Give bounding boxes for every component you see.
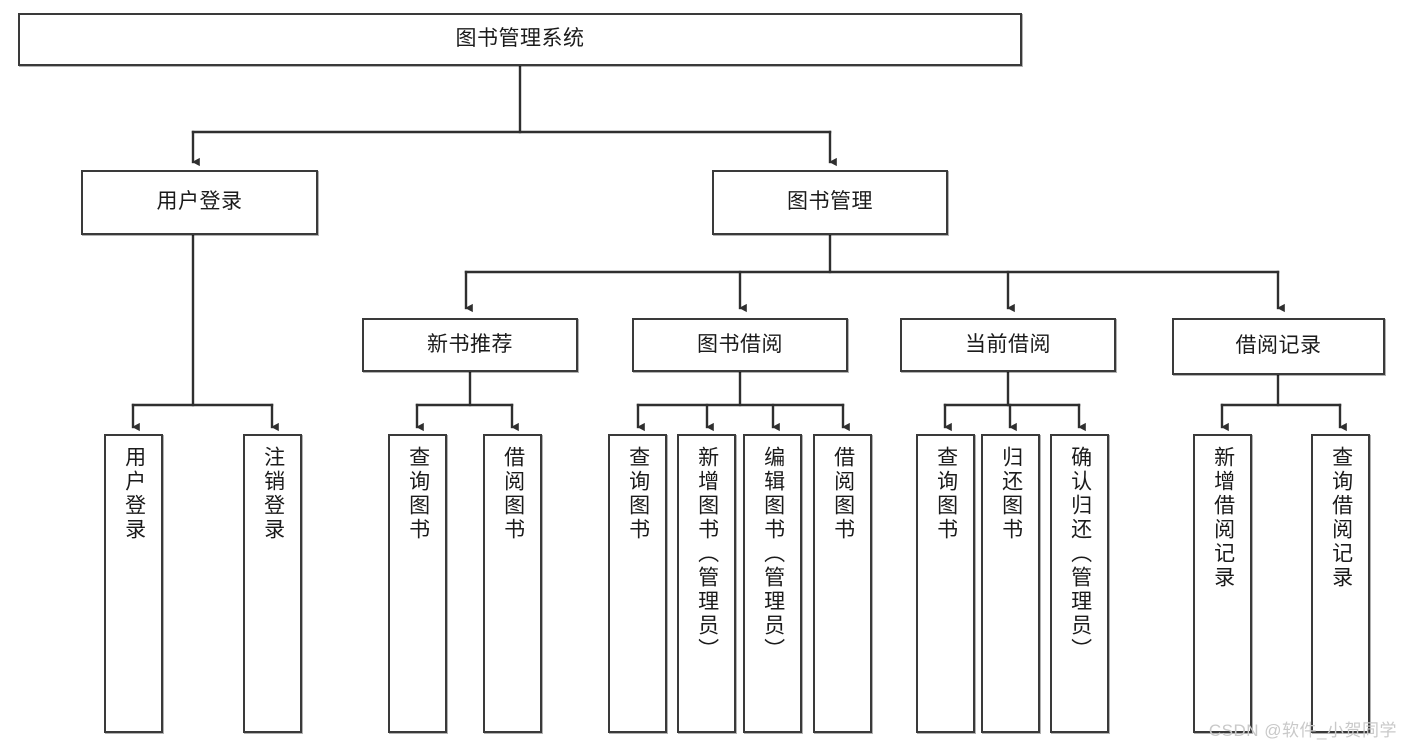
node-label: 查询图书 — [626, 446, 650, 542]
leaf-user-login-login[interactable]: 用户登录 — [104, 434, 163, 733]
node-label: 新书推荐 — [427, 332, 513, 356]
node-label: 编辑图书（管理员） — [761, 446, 785, 662]
leaf-user-login-logout[interactable]: 注销登录 — [243, 434, 302, 733]
leaf-new-book-borrow[interactable]: 借阅图书 — [483, 434, 542, 733]
leaf-borrow-edit-book[interactable]: 编辑图书（管理员） — [743, 434, 802, 733]
node-label: 借阅图书 — [501, 446, 525, 542]
node-user-login[interactable]: 用户登录 — [81, 170, 318, 235]
leaf-records-query-record[interactable]: 查询借阅记录 — [1311, 434, 1370, 733]
node-label: 新增借阅记录 — [1211, 446, 1235, 590]
node-label: 归还图书 — [999, 446, 1023, 542]
node-new-book-recommend[interactable]: 新书推荐 — [362, 318, 578, 372]
leaf-current-return-book[interactable]: 归还图书 — [981, 434, 1040, 733]
leaf-current-query-book[interactable]: 查询图书 — [916, 434, 975, 733]
node-label: 查询图书 — [406, 446, 430, 542]
node-current-borrow[interactable]: 当前借阅 — [900, 318, 1116, 372]
node-label: 当前借阅 — [965, 332, 1051, 356]
node-label: 查询借阅记录 — [1329, 446, 1353, 590]
node-label: 借阅记录 — [1235, 334, 1322, 358]
leaf-borrow-add-book[interactable]: 新增图书（管理员） — [677, 434, 736, 733]
leaf-borrow-borrow-book[interactable]: 借阅图书 — [813, 434, 872, 733]
node-label: 查询图书 — [934, 446, 958, 542]
leaf-records-add-record[interactable]: 新增借阅记录 — [1193, 434, 1252, 733]
node-borrow-records[interactable]: 借阅记录 — [1172, 318, 1385, 375]
watermark-text: CSDN @软件_小贺同学 — [1208, 721, 1397, 740]
node-book-management[interactable]: 图书管理 — [712, 170, 948, 235]
leaf-new-book-query[interactable]: 查询图书 — [388, 434, 447, 733]
node-label: 新增图书（管理员） — [695, 446, 719, 662]
node-label: 注销登录 — [261, 446, 285, 542]
node-label: 用户登录 — [156, 190, 243, 214]
leaf-borrow-query-book[interactable]: 查询图书 — [608, 434, 667, 733]
node-book-borrow[interactable]: 图书借阅 — [632, 318, 848, 372]
node-label: 确认归还（管理员） — [1068, 446, 1092, 662]
leaf-current-confirm-return[interactable]: 确认归还（管理员） — [1050, 434, 1109, 733]
node-label: 图书管理系统 — [455, 27, 585, 51]
node-label: 图书管理 — [787, 190, 873, 214]
node-label: 图书借阅 — [697, 332, 783, 356]
node-root-system[interactable]: 图书管理系统 — [18, 13, 1022, 66]
node-label: 借阅图书 — [831, 446, 855, 542]
node-label: 用户登录 — [122, 446, 146, 542]
